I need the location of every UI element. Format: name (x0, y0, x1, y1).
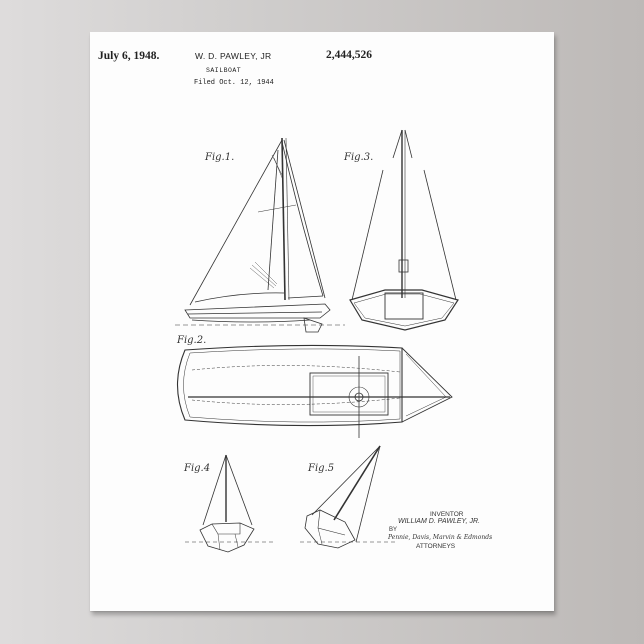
fig2-sailboat-top-view (177, 344, 453, 438)
fig5-label: Fig.5 (308, 463, 335, 474)
fig3-sailboat-front-view (349, 129, 459, 331)
inventor-name: WILLIAM D. PAWLEY, JR. (398, 518, 480, 525)
attorneys-label: ATTORNEYS (416, 543, 456, 550)
patent-filed-date: Filed Oct. 12, 1944 (194, 79, 274, 87)
patent-number: 2,444,526 (326, 49, 372, 61)
fig4-label: Fig.4 (184, 463, 211, 474)
patent-date: July 6, 1948. (98, 50, 160, 62)
patent-inventor-header: W. D. PAWLEY, JR (195, 51, 272, 61)
fig4-sailboat-front-perspective (185, 454, 275, 553)
patent-title: SAILBOAT (206, 67, 242, 74)
patent-poster (90, 32, 554, 611)
fig1-label: Fig.1. (205, 152, 235, 163)
inventor-label: INVENTOR (430, 511, 464, 518)
by-label: BY (389, 527, 398, 533)
fig2-label: Fig.2. (177, 335, 207, 346)
fig3-label: Fig.3. (344, 152, 374, 163)
fig1-sailboat-side-view (175, 137, 345, 333)
attorneys-signature: Pennie, Davis, Marvin & Edmonds (388, 534, 493, 541)
fig5-sailboat-heeled-perspective (300, 445, 395, 549)
